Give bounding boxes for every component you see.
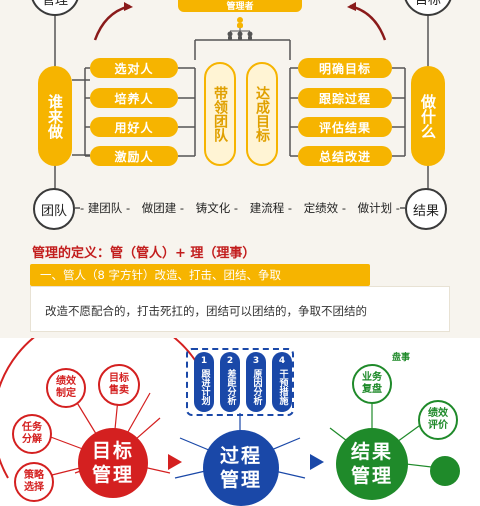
process-step-label: 原因分析 xyxy=(251,369,262,405)
left-item-label: 激励人 xyxy=(114,149,154,164)
left-item-label: 培养人 xyxy=(114,91,154,106)
goal-sub-label: 策略选择 xyxy=(24,470,44,493)
review-label: 盘事 xyxy=(392,353,411,363)
definition-note: 改造不愿配合的，打击死扛的，团结可以团结的，争取不团结的 xyxy=(45,304,367,318)
process-step-number: 4 xyxy=(278,356,286,366)
process-step-pill: 1 跟进计划 xyxy=(194,352,214,412)
process-step-label: 干预措施 xyxy=(277,369,288,405)
process-step-number: 3 xyxy=(252,356,260,366)
left-item-label: 用好人 xyxy=(114,120,154,135)
who-does-caption: 谁来做 xyxy=(38,66,72,166)
definition-band-label: 一、管人（8 字方针）改造、打击、团结、争取 xyxy=(40,268,281,282)
flow-step-label: 铸文化 xyxy=(195,201,231,215)
flow-step: 定绩效 - xyxy=(303,201,346,215)
left-item-pill: 培养人 xyxy=(90,88,178,108)
right-item-pill: 跟踪过程 xyxy=(298,88,392,108)
result-circle: 结果 xyxy=(405,188,447,230)
flow-steps: - 建团队 - 做团建 - 铸文化 - 建流程 - 定绩效 - 做计划 - xyxy=(80,200,400,216)
left-item-pill: 用好人 xyxy=(90,117,178,137)
result-sub-bubble: 绩效评价 xyxy=(418,400,458,440)
result-sub-label: 绩效评价 xyxy=(428,408,448,431)
management-process-panel: 绩效制定 目标售卖 任务分解 策略选择 目标 管理 1 跟进计划 2 差距分析 … xyxy=(0,338,480,506)
team-circle: 团队 xyxy=(33,188,75,230)
process-steps-group xyxy=(186,348,294,416)
right-item-pill: 评估结果 xyxy=(298,117,392,137)
process-step-number: 2 xyxy=(226,356,234,366)
what-to-do-label: 做什么 xyxy=(419,93,437,139)
result-sub-label: 业务复盘 xyxy=(362,372,382,395)
process-step-pill: 3 原因分析 xyxy=(246,352,266,412)
goal-sub-bubble: 策略选择 xyxy=(14,462,54,502)
flow-step: - 建团队 - xyxy=(80,201,131,215)
result-management-label-1: 结果 xyxy=(350,441,393,463)
lead-team-label: 带领团队 xyxy=(212,86,228,142)
right-item-label: 评估结果 xyxy=(318,120,371,135)
flow-step-label: 建团队 xyxy=(87,201,123,215)
flow-step-label: 做计划 xyxy=(357,201,393,215)
management-circle-label: 管理 xyxy=(41,0,68,8)
flow-step-label: 做团建 xyxy=(141,201,177,215)
definition-title: 管理的定义：管（管人）+ 理（理事） xyxy=(32,246,256,261)
flow-step: 做团建 - xyxy=(141,201,185,215)
flow-step-label: 建流程 xyxy=(249,201,285,215)
right-item-pill: 总结改进 xyxy=(298,146,392,166)
flow-step: 建流程 - xyxy=(249,201,293,215)
right-item-pill: 明确目标 xyxy=(298,58,392,78)
flow-step: 做计划 - xyxy=(357,201,400,215)
goal-sub-label: 任务分解 xyxy=(22,422,42,445)
goal-sub-label: 绩效制定 xyxy=(56,376,76,399)
left-item-pill: 激励人 xyxy=(90,146,178,166)
goal-circle-label: 目标 xyxy=(414,0,441,8)
manager-banner: 管理者 xyxy=(178,0,302,12)
result-management-circle: 结果 管理 xyxy=(336,428,408,500)
achieve-goal-label: 达成目标 xyxy=(254,86,270,142)
result-sub-dot xyxy=(430,456,460,486)
team-hierarchy-icon xyxy=(227,17,253,40)
process-step-label: 跟进计划 xyxy=(199,369,210,405)
left-item-pill: 选对人 xyxy=(90,58,178,78)
achieve-goal-caption: 达成目标 xyxy=(246,62,278,166)
right-item-label: 跟踪过程 xyxy=(318,91,371,106)
goal-sub-label: 目标售卖 xyxy=(109,373,129,396)
manager-banner-label: 管理者 xyxy=(226,2,254,12)
result-circle-label: 结果 xyxy=(412,203,439,219)
definition-band: 一、管人（8 字方针）改造、打击、团结、争取 xyxy=(30,264,370,286)
what-to-do-caption: 做什么 xyxy=(411,66,445,166)
goal-management-circle: 目标 管理 xyxy=(78,428,148,498)
goal-management-label-2: 管理 xyxy=(91,464,134,486)
flow-step: 铸文化 - xyxy=(195,201,239,215)
right-item-label: 总结改进 xyxy=(318,149,371,164)
management-framework-panel: 管理 目标 管理者 谁来做 做什么 选对人 培养人 用好人 激励人 带领团队 达… xyxy=(0,0,480,338)
goal-management-label-1: 目标 xyxy=(91,440,134,462)
lead-team-caption: 带领团队 xyxy=(204,62,236,166)
process-step-number: 1 xyxy=(200,356,208,366)
process-step-pill: 4 干预措施 xyxy=(272,352,292,412)
process-management-circle: 过程 管理 xyxy=(203,430,279,506)
goal-sub-bubble: 目标售卖 xyxy=(98,364,140,406)
process-management-label-1: 过程 xyxy=(219,445,262,467)
flow-step-label: 定绩效 xyxy=(303,201,339,215)
goal-sub-bubble: 任务分解 xyxy=(12,414,52,454)
process-step-label: 差距分析 xyxy=(225,369,236,405)
goal-sub-bubble: 绩效制定 xyxy=(46,368,86,408)
result-management-label-2: 管理 xyxy=(350,465,393,487)
definition-note-box: 改造不愿配合的，打击死扛的，团结可以团结的，争取不团结的 xyxy=(30,286,450,332)
right-item-label: 明确目标 xyxy=(318,61,371,76)
process-management-label-2: 管理 xyxy=(219,469,262,491)
left-item-label: 选对人 xyxy=(114,61,154,76)
team-circle-label: 团队 xyxy=(40,203,67,219)
who-does-label: 谁来做 xyxy=(46,93,64,139)
result-sub-bubble: 业务复盘 xyxy=(352,364,392,404)
process-step-pill: 2 差距分析 xyxy=(220,352,240,412)
